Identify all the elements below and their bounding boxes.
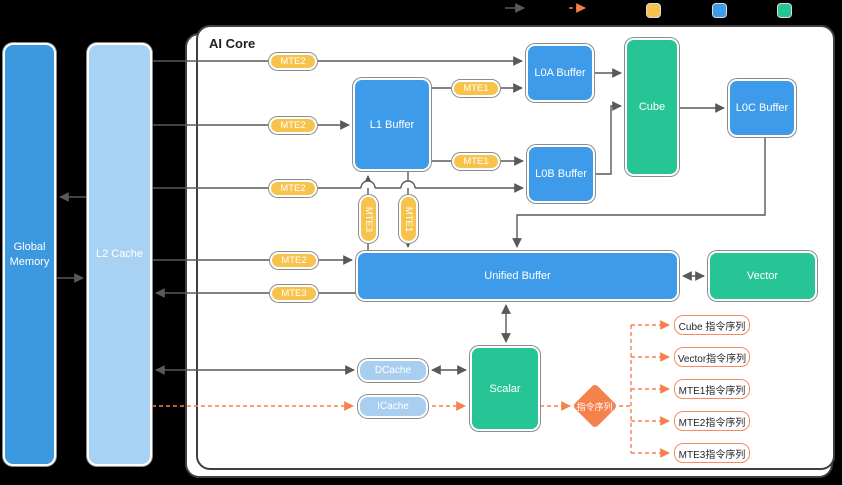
scalar-unit-label: Scalar: [489, 382, 521, 395]
mte2-pill: MTE2: [270, 252, 318, 269]
mte1-pill-label: MTE1: [463, 156, 489, 167]
mte1-pill-label: MTE1: [403, 206, 414, 232]
mte2-pill: MTE2: [269, 53, 317, 70]
l0b-buffer-label: L0B Buffer: [535, 168, 587, 180]
ai-core-title: AI Core: [209, 36, 256, 51]
dcache-box: DCache: [358, 359, 428, 382]
mte2-pill-label: MTE2: [280, 183, 306, 194]
l0a-buffer-label: L0A Buffer: [534, 67, 586, 79]
l2-cache-box: L2 Cache: [87, 43, 152, 466]
mte2-pill: MTE2: [269, 117, 317, 134]
legend-compute-swatch-icon: [777, 3, 792, 18]
legend-mte-swatch-icon: [646, 3, 661, 18]
cube-queue-item: Cube 指令序列: [674, 315, 750, 335]
icache-label: ICache: [377, 401, 409, 412]
mte3-pill-label: MTE3: [281, 288, 307, 299]
cube-unit-box: Cube: [625, 38, 679, 176]
unified-buffer-box: Unified Buffer: [356, 251, 679, 301]
unified-buffer-label: Unified Buffer: [484, 270, 551, 282]
mte1-queue-label: MTE1指令序列: [678, 385, 746, 397]
mte1-pill: MTE1: [452, 80, 500, 97]
mte2-pill: MTE2: [269, 180, 317, 197]
icache-box: ICache: [358, 395, 428, 418]
mte3-pill-vertical: MTE3: [359, 195, 378, 243]
l0c-buffer-box: L0C Buffer: [728, 79, 796, 137]
vector-queue-item: Vector指令序列: [674, 347, 750, 367]
vector-unit-label: Vector: [746, 270, 779, 282]
cube-queue-label: Cube 指令序列: [678, 321, 746, 333]
l1-buffer-label: L1 Buffer: [369, 118, 415, 131]
mte3-pill: MTE3: [270, 285, 318, 302]
mte3-pill-label: MTE3: [363, 206, 374, 232]
mte3-queue-label: MTE3指令序列: [678, 449, 746, 461]
mte2-pill-label: MTE2: [281, 255, 307, 266]
global-memory-label: Global Memory: [9, 240, 50, 268]
instruction-sequence-label: 指令序列: [576, 401, 614, 412]
l0c-buffer-label: L0C Buffer: [735, 102, 789, 114]
mte2-pill-label: MTE2: [280, 56, 306, 67]
global-memory-box: Global Memory: [3, 43, 56, 466]
mte2-queue-label: MTE2指令序列: [678, 417, 746, 429]
mte3-queue-item: MTE3指令序列: [674, 443, 750, 463]
scalar-unit-box: Scalar: [470, 346, 540, 431]
mte1-queue-item: MTE1指令序列: [674, 379, 750, 399]
vector-unit-box: Vector: [708, 251, 817, 301]
l1-buffer-box: L1 Buffer: [353, 78, 431, 171]
cube-unit-label: Cube: [638, 101, 666, 113]
mte2-queue-item: MTE2指令序列: [674, 411, 750, 431]
l2-cache-label: L2 Cache: [95, 248, 144, 261]
mte1-pill-label: MTE1: [463, 83, 489, 94]
legend-buffer-swatch-icon: [712, 3, 727, 18]
dcache-label: DCache: [374, 365, 412, 376]
mte1-pill: MTE1: [452, 153, 500, 170]
mte2-pill-label: MTE2: [280, 120, 306, 131]
l0a-buffer-box: L0A Buffer: [526, 44, 594, 102]
l0b-buffer-box: L0B Buffer: [527, 145, 595, 203]
mte1-pill-vertical: MTE1: [399, 195, 418, 243]
vector-queue-label: Vector指令序列: [677, 353, 747, 365]
